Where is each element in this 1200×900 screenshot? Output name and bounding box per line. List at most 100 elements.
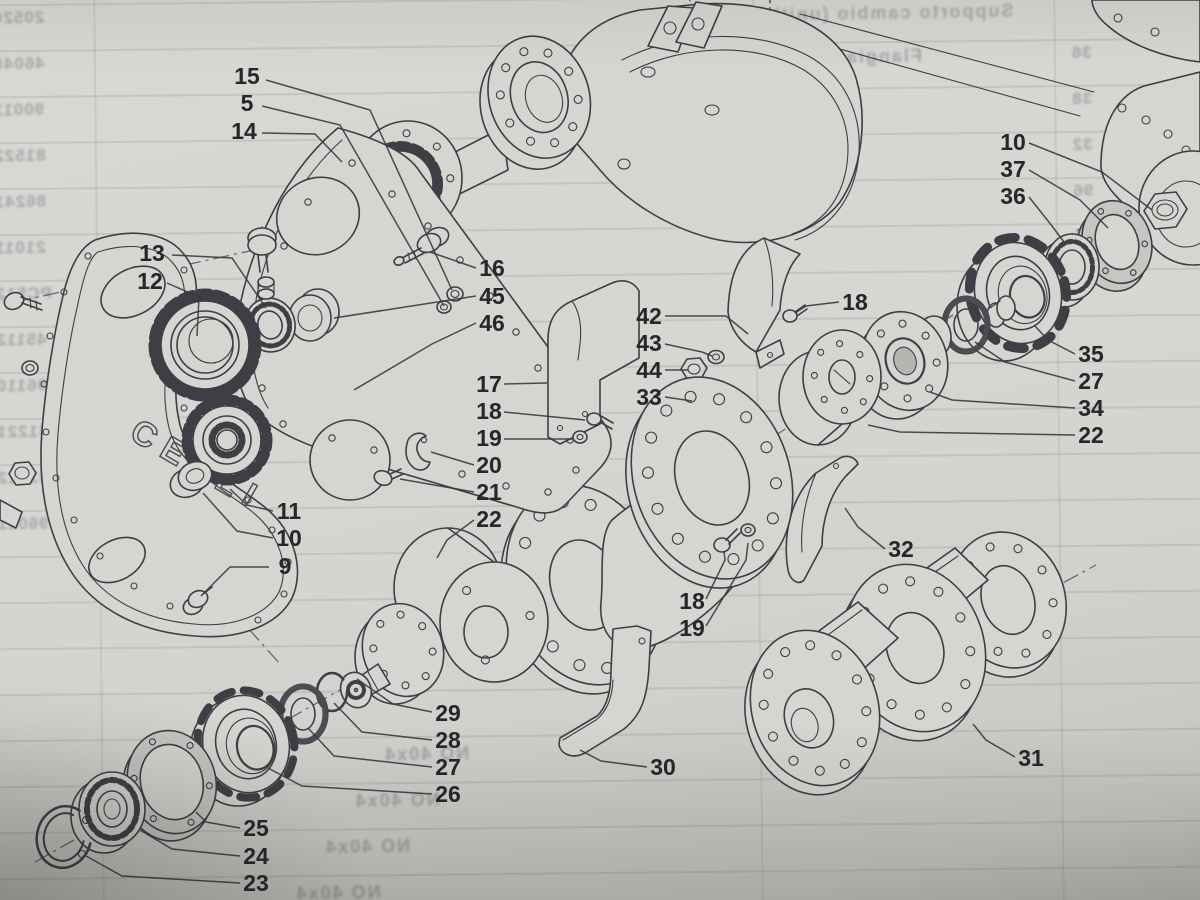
part-callout-27: 27 — [435, 754, 461, 780]
bolt-hole — [836, 340, 844, 348]
bolt-hole — [769, 477, 783, 490]
gear-11 — [181, 394, 273, 486]
bolt-hole — [758, 699, 769, 710]
bolt-hole — [495, 90, 505, 100]
bolt-hole — [993, 646, 1003, 656]
leader-line-21 — [399, 478, 475, 493]
part-callout-28: 28 — [435, 727, 461, 753]
bolt-hole — [805, 640, 816, 651]
part-callout-22: 22 — [476, 506, 502, 532]
part-callout-18: 18 — [679, 588, 705, 614]
bolt-hole — [149, 815, 157, 823]
part-callout-45: 45 — [479, 283, 505, 309]
part-callout-31: 31 — [1018, 745, 1044, 771]
leader-line-34 — [929, 391, 1076, 409]
part-callout-46: 46 — [479, 310, 505, 336]
part-callout-27: 27 — [1078, 368, 1104, 394]
part-callout-11: 11 — [277, 498, 302, 524]
bolt-hole — [817, 348, 825, 356]
part-callout-14: 14 — [231, 118, 257, 144]
bolt-hole — [861, 706, 872, 717]
leader-line-16 — [429, 251, 477, 269]
bolt-hole — [763, 668, 774, 679]
bolt-hole — [859, 398, 867, 406]
bolt-hole — [820, 395, 828, 404]
bolt-hole — [418, 622, 427, 631]
leader-line-12 — [166, 282, 200, 337]
bolt-hole — [876, 329, 885, 338]
bolt-hole — [866, 375, 874, 383]
bolt-hole — [573, 659, 586, 672]
bolt-hole — [462, 585, 472, 596]
bolt-hole — [1042, 629, 1052, 640]
leader-line-37 — [1028, 169, 1109, 229]
part-callout-36: 36 — [1000, 183, 1026, 209]
bolt-hole — [1102, 267, 1109, 275]
bolt-hole — [903, 394, 912, 403]
bolt-hole — [886, 699, 897, 710]
bolt-hole — [401, 681, 410, 690]
bolt-hole — [839, 758, 850, 769]
bolt-hole — [446, 174, 455, 183]
leader-line-32 — [844, 507, 886, 550]
leader-line-20 — [430, 451, 475, 466]
leader-line-24 — [139, 829, 241, 857]
bolt-hole — [960, 679, 971, 690]
bolt-hole — [851, 674, 863, 685]
bolt-hole — [880, 382, 889, 391]
bolt-hole — [1021, 648, 1031, 658]
bolt-hole — [501, 63, 511, 73]
bolt-hole — [369, 644, 378, 653]
part-callout-24: 24 — [243, 843, 269, 869]
spacer-drum-22-right — [778, 329, 882, 446]
blade-32 — [785, 455, 859, 584]
bolt-hole — [810, 371, 818, 379]
part-callout-18: 18 — [476, 398, 502, 424]
bolt-hole — [840, 406, 848, 414]
bolt-hole — [713, 393, 726, 406]
leader-line-13 — [171, 254, 267, 309]
bolt-hole — [573, 94, 583, 104]
part-callout-44: 44 — [636, 357, 662, 383]
leader-line-19 — [705, 542, 749, 627]
leader-line-27 — [307, 727, 433, 768]
leader-line-18 — [503, 411, 586, 421]
leader-line-23 — [85, 855, 241, 884]
leader-line-22 — [867, 424, 1076, 436]
part-callout-42: 42 — [636, 303, 662, 329]
bolt-18-right — [782, 304, 808, 323]
leader-line-10 — [202, 492, 274, 539]
bolt-hole — [584, 498, 597, 511]
bolt-hole — [878, 583, 889, 594]
part-callout-19: 19 — [679, 615, 705, 641]
bolt-hole — [543, 48, 553, 58]
leader-line-10 — [1028, 142, 1153, 211]
bolt-hole — [519, 536, 532, 549]
bolt-hole — [1125, 209, 1132, 217]
part-callout-17: 17 — [476, 371, 502, 397]
bolt-hole — [1037, 565, 1047, 575]
bolt-hole — [1141, 240, 1149, 248]
washer-19-mid — [572, 430, 588, 444]
bolt-hole — [814, 765, 825, 776]
bolt-18-bottom — [713, 528, 741, 553]
leader-line-29 — [356, 678, 433, 713]
leader-line-42 — [665, 315, 749, 335]
bolt-hole — [856, 350, 864, 359]
bolt-hole — [684, 390, 697, 403]
bolt-hole — [546, 640, 559, 653]
bolt-hole — [402, 129, 411, 138]
part-callout-21: 21 — [476, 479, 502, 505]
bolt-hole — [505, 118, 515, 128]
leader-line-22 — [436, 519, 475, 559]
bolt-hole — [1048, 598, 1058, 608]
bolt-hole — [856, 737, 867, 748]
rotor-assembly-31 — [744, 531, 1068, 796]
leader-line-27 — [974, 341, 1076, 382]
leader-line-18 — [794, 301, 840, 314]
bolt-hole — [432, 142, 441, 151]
leader-line-46 — [353, 322, 477, 391]
bolt-hole — [641, 466, 655, 479]
bolt-hole — [564, 66, 574, 76]
